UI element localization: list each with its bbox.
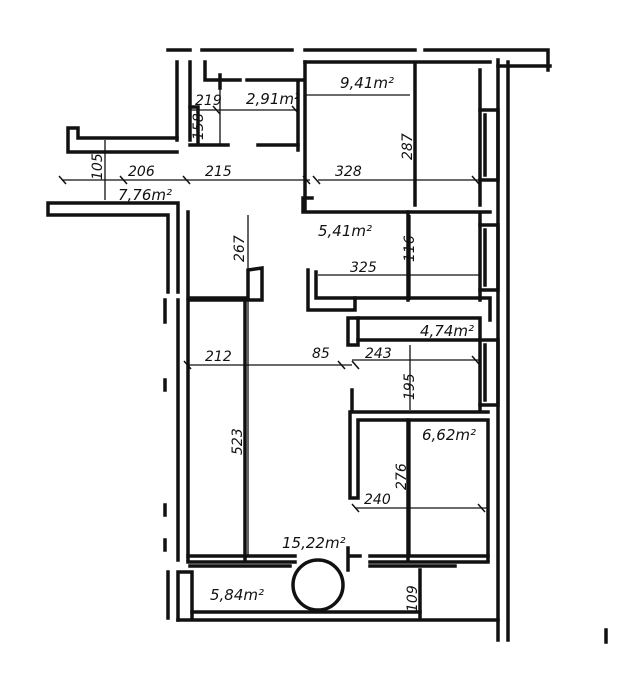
dim-523: 523 bbox=[230, 428, 246, 455]
dim-158: 158 bbox=[191, 113, 207, 140]
area-room-mid: 5,41m² bbox=[318, 222, 372, 240]
dim-219: 219 bbox=[195, 93, 222, 109]
area-balcony: 5,84m² bbox=[210, 586, 264, 604]
dim-243: 243 bbox=[365, 346, 392, 362]
dim-85: 85 bbox=[312, 346, 330, 362]
area-room-top: 9,41m² bbox=[340, 74, 394, 92]
area-room-small: 4,74m² bbox=[420, 322, 474, 340]
dim-215: 215 bbox=[205, 164, 232, 180]
dim-116: 116 bbox=[402, 235, 418, 262]
dim-267: 267 bbox=[232, 235, 248, 262]
dim-109: 109 bbox=[405, 585, 421, 612]
dim-212: 212 bbox=[205, 349, 232, 365]
dim-206: 206 bbox=[128, 164, 155, 180]
dimension-ticks bbox=[58, 105, 486, 513]
dimension-lines bbox=[62, 65, 488, 615]
dimension-labels: 219 158 287 105 206 215 328 267 116 325 … bbox=[90, 93, 421, 612]
dim-276: 276 bbox=[394, 463, 410, 490]
walls bbox=[46, 48, 608, 644]
area-bath: 2,91m² bbox=[246, 90, 300, 108]
dim-240: 240 bbox=[364, 492, 391, 508]
area-corridor: 7,76m² bbox=[118, 186, 172, 204]
area-labels: 2,91m² 9,41m² 7,76m² 5,41m² 4,74m² 6,62m… bbox=[118, 74, 476, 604]
dim-195: 195 bbox=[402, 373, 418, 400]
area-main-hall: 15,22m² bbox=[282, 534, 346, 552]
dim-287: 287 bbox=[400, 133, 416, 160]
dim-328: 328 bbox=[335, 164, 362, 180]
dim-325: 325 bbox=[350, 260, 377, 276]
area-room-lower: 6,62m² bbox=[422, 426, 476, 444]
dim-105: 105 bbox=[90, 153, 106, 180]
